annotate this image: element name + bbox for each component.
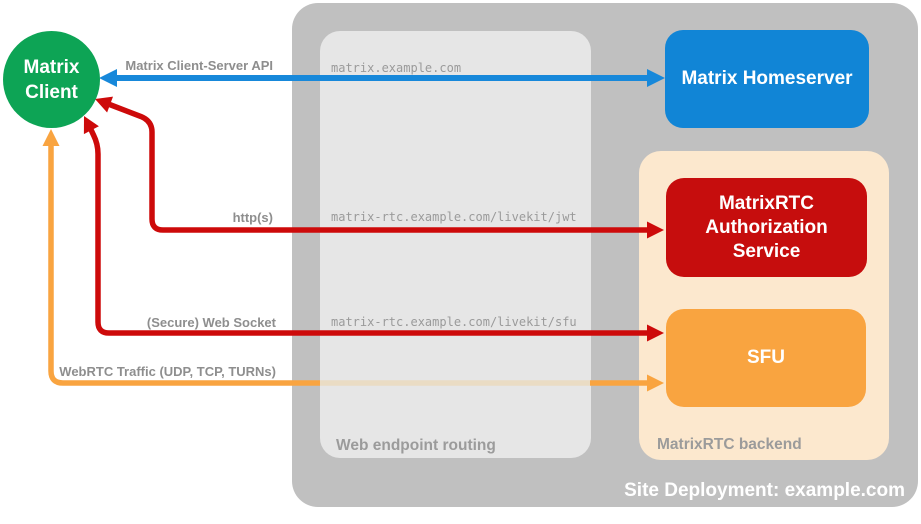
endpoint-livekit-sfu: matrix-rtc.example.com/livekit/sfu xyxy=(331,315,577,329)
web-endpoint-routing-box xyxy=(320,31,591,458)
matrixrtc-auth-service-node: MatrixRTC Authorization Service xyxy=(666,178,867,277)
webrtc-traffic-label: WebRTC Traffic (UDP, TCP, TURNs) xyxy=(59,364,276,379)
matrix-client-label: Matrix Client xyxy=(23,56,80,103)
client-server-api-label: Matrix Client-Server API xyxy=(125,58,273,73)
matrixrtc-auth-service-label: MatrixRTC Authorization Service xyxy=(705,192,828,262)
matrixrtc-backend-label: MatrixRTC backend xyxy=(657,436,802,453)
arrowhead-left-icon xyxy=(42,129,60,146)
matrix-homeserver-node: Matrix Homeserver xyxy=(665,30,869,128)
web-endpoint-routing-label: Web endpoint routing xyxy=(336,437,496,454)
matrix-client-node: Matrix Client xyxy=(3,31,100,128)
endpoint-matrix-example-com: matrix.example.com xyxy=(331,61,462,75)
endpoint-livekit-jwt: matrix-rtc.example.com/livekit/jwt xyxy=(331,210,577,224)
arrowhead-left-icon xyxy=(99,69,117,87)
site-deployment-title: Site Deployment: example.com xyxy=(624,480,905,501)
websocket-label: (Secure) Web Socket xyxy=(146,315,276,330)
sfu-node: SFU xyxy=(666,309,866,407)
sfu-label: SFU xyxy=(747,347,785,368)
http-label: http(s) xyxy=(232,210,273,225)
arrowhead-left-icon xyxy=(95,96,113,113)
arrowhead-left-icon xyxy=(83,116,99,135)
matrix-homeserver-label: Matrix Homeserver xyxy=(681,68,853,89)
